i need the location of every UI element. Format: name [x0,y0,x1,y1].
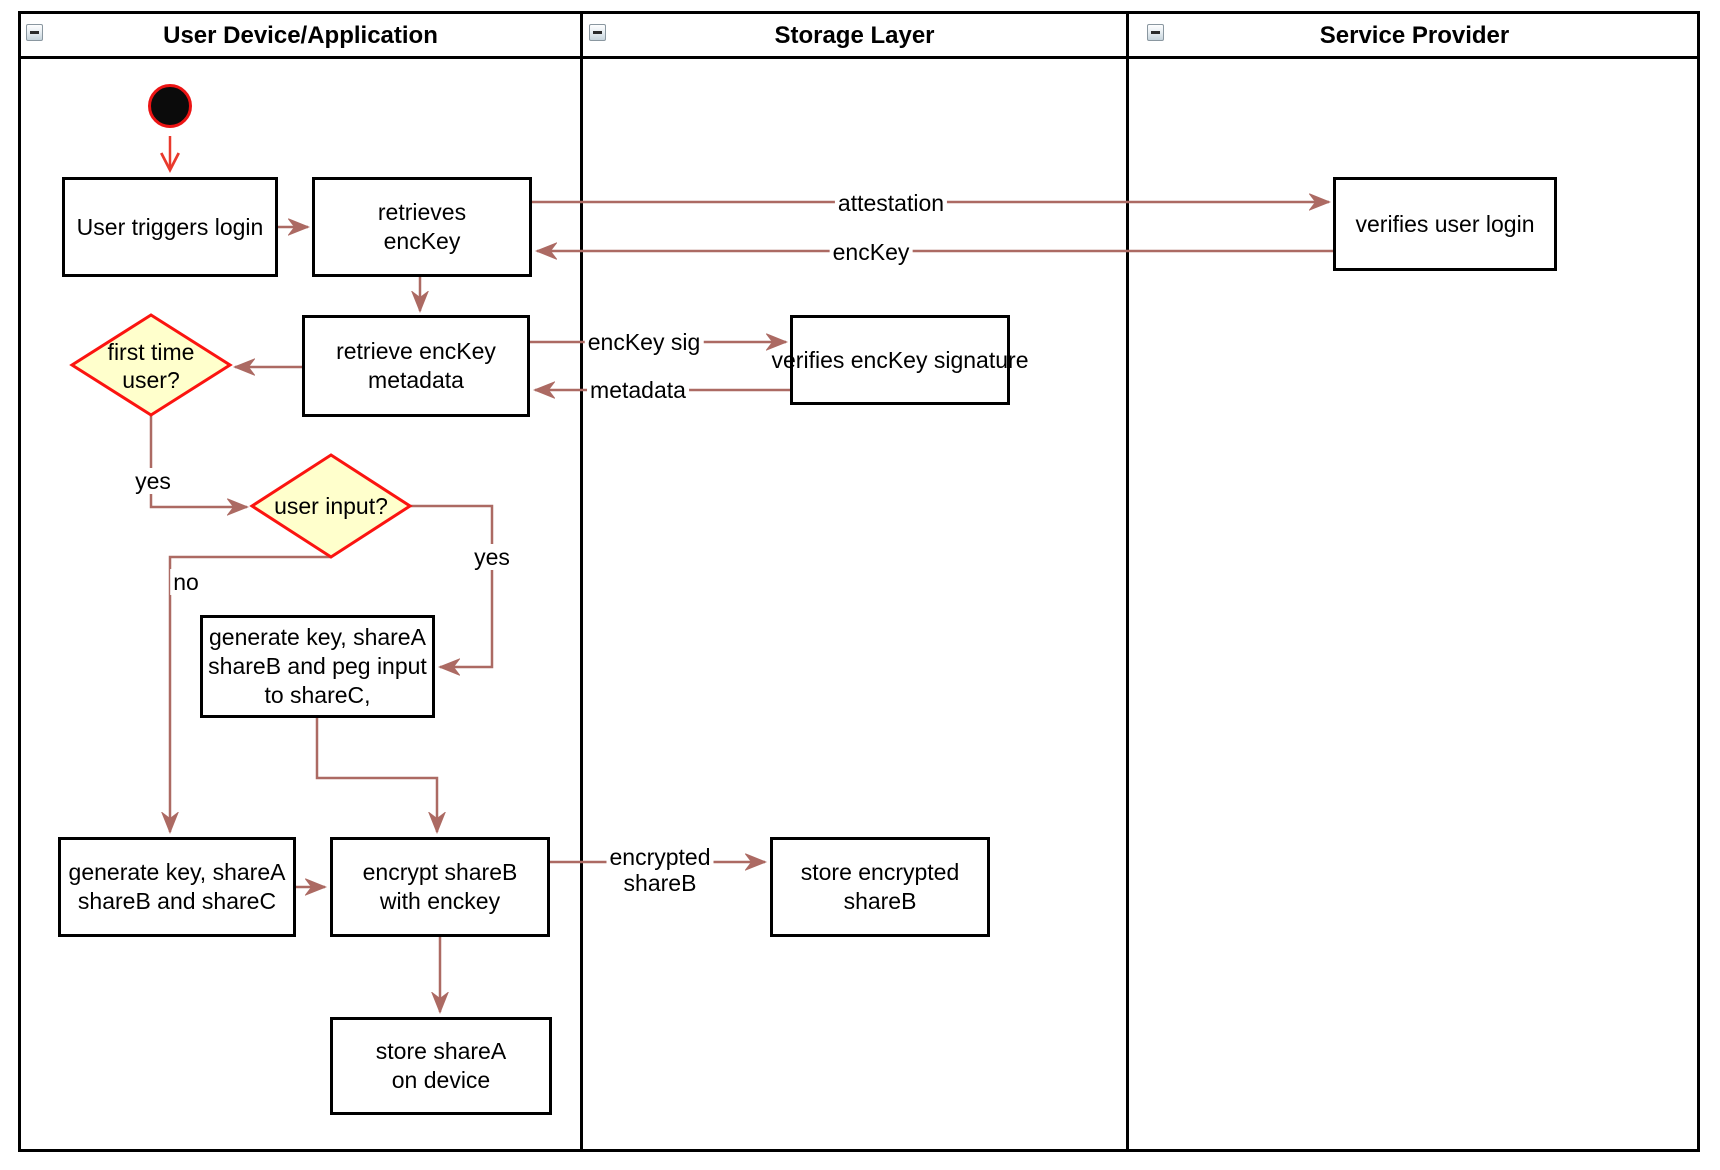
lane-title-storage-layer[interactable]: Storage Layer [774,22,935,49]
lane-divider-1 [580,11,583,1152]
node-generate-key-abc[interactable]: generate key, shareA shareB and shareC [58,837,296,937]
header-divider [18,56,1700,59]
start-node[interactable] [148,84,192,128]
edge-label-attestation: attestation [834,190,948,216]
edge-first-time-yes[interactable] [149,415,247,507]
diamond-label-user-input: user input? [274,493,388,519]
collapse-lane-2-button[interactable] [589,24,606,41]
node-store-sharea[interactable]: store shareA on device [330,1017,552,1115]
diamond-first-time-user[interactable] [69,313,233,417]
collapse-lane-1-button[interactable] [26,24,43,41]
diamond-user-input[interactable] [249,453,413,559]
edge-label-yes-first-time: yes [132,468,174,494]
collapse-lane-3-button[interactable] [1147,24,1164,41]
diamond-label-first-time-user: first time user? [107,339,195,393]
lane-divider-2 [1126,11,1129,1152]
node-encrypt-shareb[interactable]: encrypt shareB with enckey [330,837,550,937]
minus-icon [1151,31,1160,34]
edge-peg-to-encrypt[interactable] [315,718,437,832]
lane-title-service-provider[interactable]: Service Provider [1319,22,1510,49]
edge-label-enckey: encKey [829,239,913,265]
edge-label-metadata: metadata [587,377,689,403]
edge-user-input-no[interactable] [170,555,331,832]
edge-label-no-user-input: no [170,569,202,595]
lane-title-user-device[interactable]: User Device/Application [163,22,438,49]
minus-icon [30,31,39,34]
edge-label-encrypted-shareb: encrypted shareB [606,844,714,896]
minus-icon [593,31,602,34]
node-retrieve-enckey-metadata[interactable]: retrieve encKey metadata [302,315,530,417]
node-verifies-user-login[interactable]: verifies user login [1333,177,1557,271]
node-generate-key-peg[interactable]: generate key, shareA shareB and peg inpu… [200,615,435,718]
node-verifies-enckey-signature[interactable]: verifies encKey signature [772,315,1028,405]
edge-label-enckey-sig: encKey sig [584,329,704,355]
edge-label-yes-user-input: yes [471,544,513,570]
node-user-triggers-login[interactable]: User triggers login [62,177,278,277]
node-retrieves-enckey[interactable]: retrieves encKey [312,177,532,277]
node-store-encrypted-shareb[interactable]: store encrypted shareB [770,837,990,937]
edge-user-input-yes[interactable] [410,504,494,667]
